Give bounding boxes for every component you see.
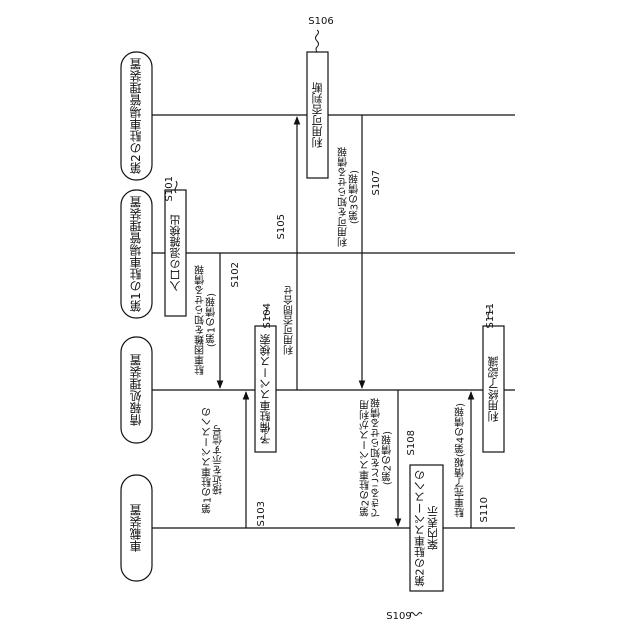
- process-text-availability-judgement: 利用可否判断: [311, 81, 324, 148]
- step-label-s105: S105: [276, 214, 287, 239]
- device-label-onboard-device: 車載装置: [129, 504, 143, 552]
- step-label-s101: S101: [164, 176, 175, 201]
- process-text-guidance-display-line1: 第2の駐車スペースへの: [414, 470, 427, 588]
- message-s108-line1: 第2の駐車スペースが利用: [360, 399, 372, 517]
- message-s102-line1: 駐車困難を知らせる情報: [195, 264, 207, 376]
- step-label-s102: S102: [230, 262, 241, 287]
- process-text-spare-space-search: 予備駐車スペース検索: [259, 334, 272, 444]
- step-label-s108: S108: [406, 430, 417, 455]
- message-s103-line2: 接近を示す信号: [213, 424, 225, 496]
- process-text-guidance-display-line2: 案内表示: [427, 506, 440, 551]
- process-text-congestion-detection: 入口の混雑検出: [169, 215, 182, 292]
- step-label-s110: S110: [479, 497, 490, 522]
- device-label-first-parking-manager: 第1の駐車場管理装置: [129, 196, 143, 312]
- step-label-s103: S103: [256, 501, 267, 526]
- device-label-info-processor: 情報処理装置: [129, 354, 143, 426]
- process-text-end-recognition: 利用終了認識: [487, 356, 500, 422]
- step-label-s109: S109: [386, 611, 411, 622]
- device-label-second-parking-manager: 第2の駐車場管理装置: [129, 58, 143, 174]
- message-s103-line1: 第1の駐車スペースへの: [202, 407, 214, 515]
- step-label-s107: S107: [371, 170, 382, 195]
- message-s107-line1: 利用可を知らせる情報: [338, 146, 350, 247]
- leader-s106: [316, 30, 319, 52]
- message-s110: 駐車完了情報(第4の情報): [455, 403, 467, 518]
- message-s108-line3: (第2の情報): [382, 431, 394, 485]
- leader-s109: [410, 613, 422, 616]
- message-s108-line2: できることを知らせる情報: [371, 397, 383, 518]
- step-label-s111: S111: [485, 303, 496, 328]
- message-s102-line2: (第1の情報): [206, 293, 218, 347]
- message-s107-line2: (第3の情報): [349, 170, 361, 224]
- step-label-s106: S106: [308, 16, 333, 27]
- step-label-s104: S104: [262, 303, 273, 328]
- message-s105: 利用可否問合せ: [284, 285, 296, 355]
